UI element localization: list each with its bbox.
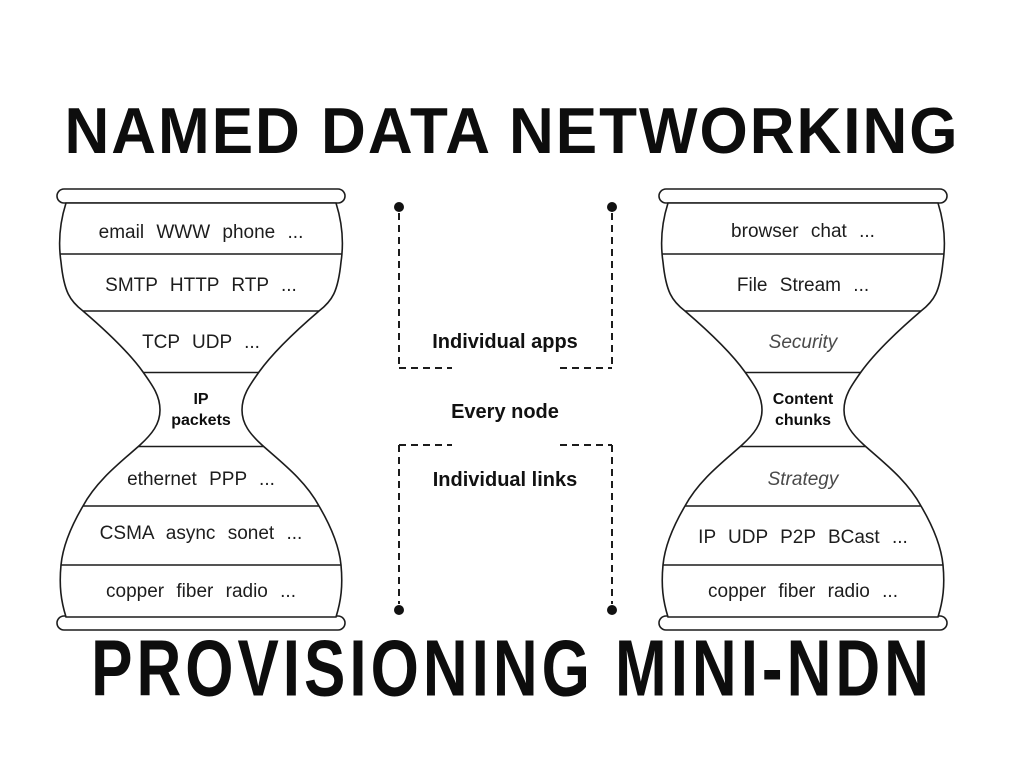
hourglass-left-shape: [56, 188, 346, 631]
layer-label-csma-async-sonet: CSMA async sonet ...: [99, 523, 303, 544]
connector-dot-bottom-left: [394, 605, 404, 615]
connector-dot-bottom-right: [607, 605, 617, 615]
layer-label-strategy: Strategy: [767, 469, 839, 490]
layer-label-content-chunks: Content chunks: [772, 391, 834, 429]
hourglass-right-top-cap: [658, 188, 948, 204]
slide-title-bottom: PROVISIONING MINI-NDN: [91, 625, 933, 714]
layer-label-smtp-http-rtp: SMTP HTTP RTP ...: [105, 275, 297, 296]
layer-label-security: Security: [768, 332, 838, 353]
center-label-individual-apps: Individual apps: [432, 331, 578, 353]
layer-label-copper-fiber-radio-right: copper fiber radio ...: [708, 581, 898, 602]
layer-label-tcp-udp: TCP UDP ...: [142, 332, 260, 353]
connector-dot-top-left: [394, 202, 404, 212]
layer-label-ip-packets: IP packets: [171, 391, 231, 429]
connector-dot-top-right: [607, 202, 617, 212]
links-bracket-lines: [398, 444, 613, 604]
layer-label-file-stream: File Stream ...: [736, 275, 870, 296]
center-label-every-node: Every node: [451, 401, 559, 423]
apps-bracket-lines: [398, 213, 613, 369]
layer-label-email-www-phone: email WWW phone ...: [98, 222, 304, 243]
layer-label-ip-udp-p2p-bcast: IP UDP P2P BCast ...: [698, 527, 908, 548]
hourglass-left-top-cap: [56, 188, 346, 204]
slide-title-top: NAMED DATA NETWORKING: [64, 95, 960, 168]
layer-label-copper-fiber-radio-left: copper fiber radio ...: [106, 581, 296, 602]
center-label-individual-links: Individual links: [432, 469, 578, 491]
connector-dots: [394, 202, 617, 615]
layer-label-ethernet-ppp: ethernet PPP ...: [127, 469, 275, 490]
layer-label-browser-chat: browser chat ...: [731, 221, 875, 242]
